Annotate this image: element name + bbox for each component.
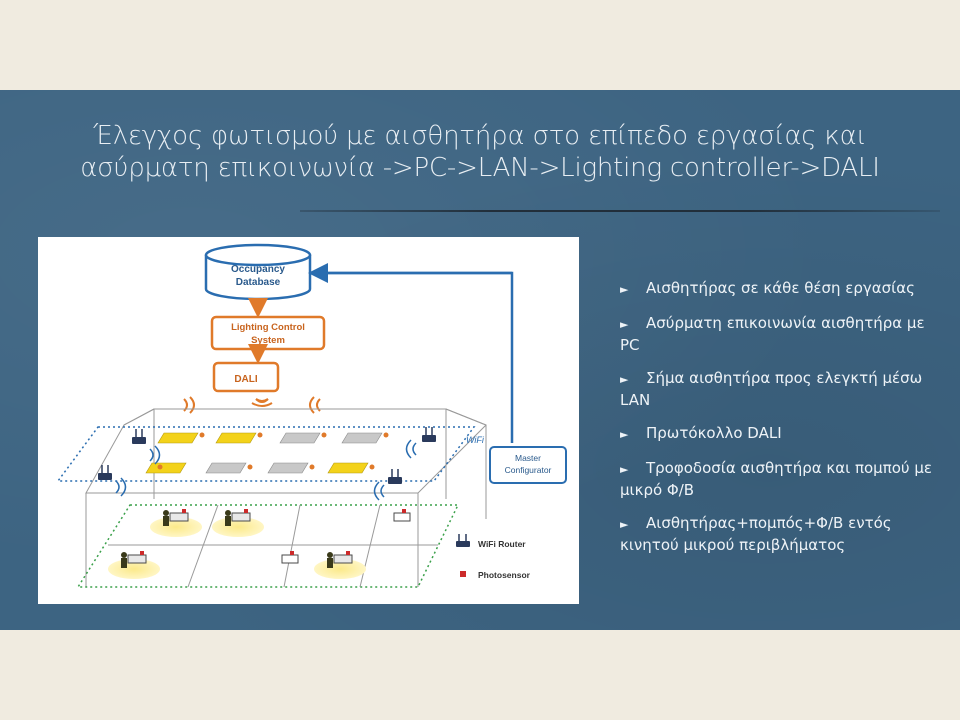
occupancy-database: Occupancy Database (204, 243, 312, 301)
database-label-2: Database (236, 277, 281, 288)
title-divider (300, 210, 940, 212)
wifi-plane: WiFi (56, 426, 485, 482)
bullet-marker: ► (620, 428, 629, 441)
bullet-text: Αισθητήρας+πομπός+Φ/Β εντός κινητού μικρ… (620, 514, 892, 554)
bullet-marker: ► (620, 373, 629, 386)
wifi-routers (98, 427, 436, 484)
luminaires (145, 432, 389, 474)
bullet-marker: ► (620, 318, 629, 331)
slide-title: Έλεγχος φωτισμού με αισθητήρα στο επίπεδ… (0, 120, 960, 184)
building-model (85, 408, 487, 587)
diagram-legend: WiFi Router Photosensor (456, 534, 531, 580)
title-line-2: ασύρματη επικοινωνία ->PC->LAN->Lighting… (80, 153, 880, 183)
bullet-text: Πρωτόκολλο DALI (646, 424, 782, 442)
workstations (121, 509, 411, 568)
bullet-item: ► Πρωτόκολλο DALI (620, 423, 940, 445)
bullet-text: Τροφοδοσία αισθητήρα και πομπού με μικρό… (620, 459, 933, 499)
wifi-label: WiFi (466, 435, 485, 445)
master-label-1: Master (515, 453, 541, 463)
bullet-marker: ► (620, 518, 629, 531)
master-label-2: Configurator (505, 465, 552, 475)
bullet-text: Ασύρματη επικοινωνία αισθητήρα με PC (620, 314, 925, 354)
bullet-text: Σήμα αισθητήρα προς ελεγκτή μέσω LAN (620, 369, 923, 409)
diagram-svg: Occupancy Database Lighting Control Syst… (56, 243, 567, 588)
lcs-label-1: Lighting Control (231, 322, 305, 333)
bullet-marker: ► (620, 283, 629, 296)
lcs-label-2: System (251, 335, 285, 346)
dali-label: DALI (234, 374, 258, 385)
bullet-item: ► Αισθητήρας σε κάθε θέση εργασίας (620, 278, 940, 300)
dali-signal-icons (183, 396, 321, 414)
legend-router-label: WiFi Router (478, 539, 526, 549)
legend-photosensor-label: Photosensor (478, 570, 531, 580)
bullet-item: ►Τροφοδοσία αισθητήρα και πομπού με μικρ… (620, 458, 940, 500)
database-label-1: Occupancy (231, 264, 285, 275)
lighting-control-system: Lighting Control System (210, 298, 326, 364)
master-configurator: Master Configurator (308, 263, 567, 484)
bullet-item: ►Σήμα αισθητήρα προς ελεγκτή μέσω LAN (620, 368, 940, 410)
wifi-wave-icons (115, 439, 417, 501)
bullet-item: ►Ασύρματη επικοινωνία αισθητήρα με PC (620, 313, 940, 355)
bullet-text: Αισθητήρας σε κάθε θέση εργασίας (646, 279, 915, 297)
system-diagram: Occupancy Database Lighting Control Syst… (38, 237, 579, 604)
dali-box: DALI (212, 361, 280, 393)
bullet-marker: ► (620, 463, 629, 476)
bullet-list: ►Αισθητήρας σε κάθε θέση εργασίας ►Ασύρμ… (620, 278, 940, 568)
bullet-item: ►Αισθητήρας+πομπός+Φ/Β εντός κινητού μικ… (620, 513, 940, 555)
title-line-1: Έλεγχος φωτισμού με αισθητήρα στο επίπεδ… (93, 121, 867, 151)
